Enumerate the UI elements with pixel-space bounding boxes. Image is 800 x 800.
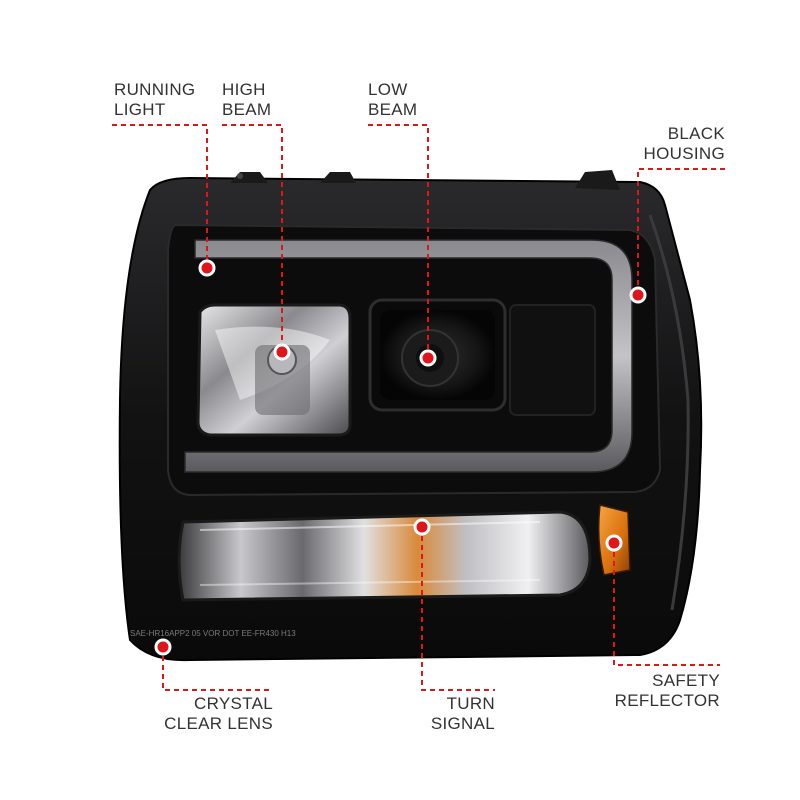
callout-dots bbox=[154, 259, 647, 656]
label-line: CRYSTAL bbox=[194, 694, 273, 713]
low-beam-projector bbox=[368, 298, 596, 416]
label-high-beam: HIGH BEAM bbox=[222, 80, 271, 120]
low-beam-dot bbox=[419, 349, 437, 367]
label-line: BLACK bbox=[667, 124, 725, 143]
black-housing-dot bbox=[629, 286, 647, 304]
turn-signal-lens bbox=[177, 510, 592, 602]
callout-lines bbox=[112, 124, 725, 691]
label-line: HIGH bbox=[222, 80, 266, 99]
label-black-housing: BLACK HOUSING bbox=[644, 124, 725, 164]
label-line: RUNNING bbox=[114, 80, 196, 99]
label-line: SAFETY bbox=[652, 671, 720, 690]
crystal-clear-lens-dot bbox=[154, 638, 172, 656]
label-line: HOUSING bbox=[643, 144, 725, 163]
label-line: LOW bbox=[368, 80, 408, 99]
label-line: BEAM bbox=[222, 100, 272, 119]
label-turn-signal: TURN SIGNAL bbox=[431, 694, 495, 734]
high-beam-dot bbox=[273, 343, 291, 361]
running-light-tube bbox=[184, 239, 633, 473]
turn-signal-dot bbox=[413, 518, 431, 536]
lens-markings: SAE-HR16APP2 05 VOR DOT EE-FR430 H13 bbox=[130, 629, 296, 638]
label-low-beam: LOW BEAM bbox=[368, 80, 417, 120]
running-light-dot bbox=[198, 259, 216, 277]
label-line: SIGNAL bbox=[430, 714, 495, 733]
label-line: BEAM bbox=[368, 100, 418, 119]
label-line: LIGHT bbox=[114, 100, 166, 119]
label-crystal-clear-lens: CRYSTAL CLEAR LENS bbox=[164, 694, 273, 734]
label-running-light: RUNNING LIGHT bbox=[114, 80, 195, 120]
label-line: REFLECTOR bbox=[614, 691, 720, 710]
label-line: TURN bbox=[446, 694, 495, 713]
label-line: CLEAR LENS bbox=[164, 714, 273, 733]
label-safety-reflector: SAFETY REFLECTOR bbox=[615, 671, 720, 711]
safety-reflector-dot bbox=[605, 534, 623, 552]
high-beam-reflector bbox=[196, 303, 352, 437]
